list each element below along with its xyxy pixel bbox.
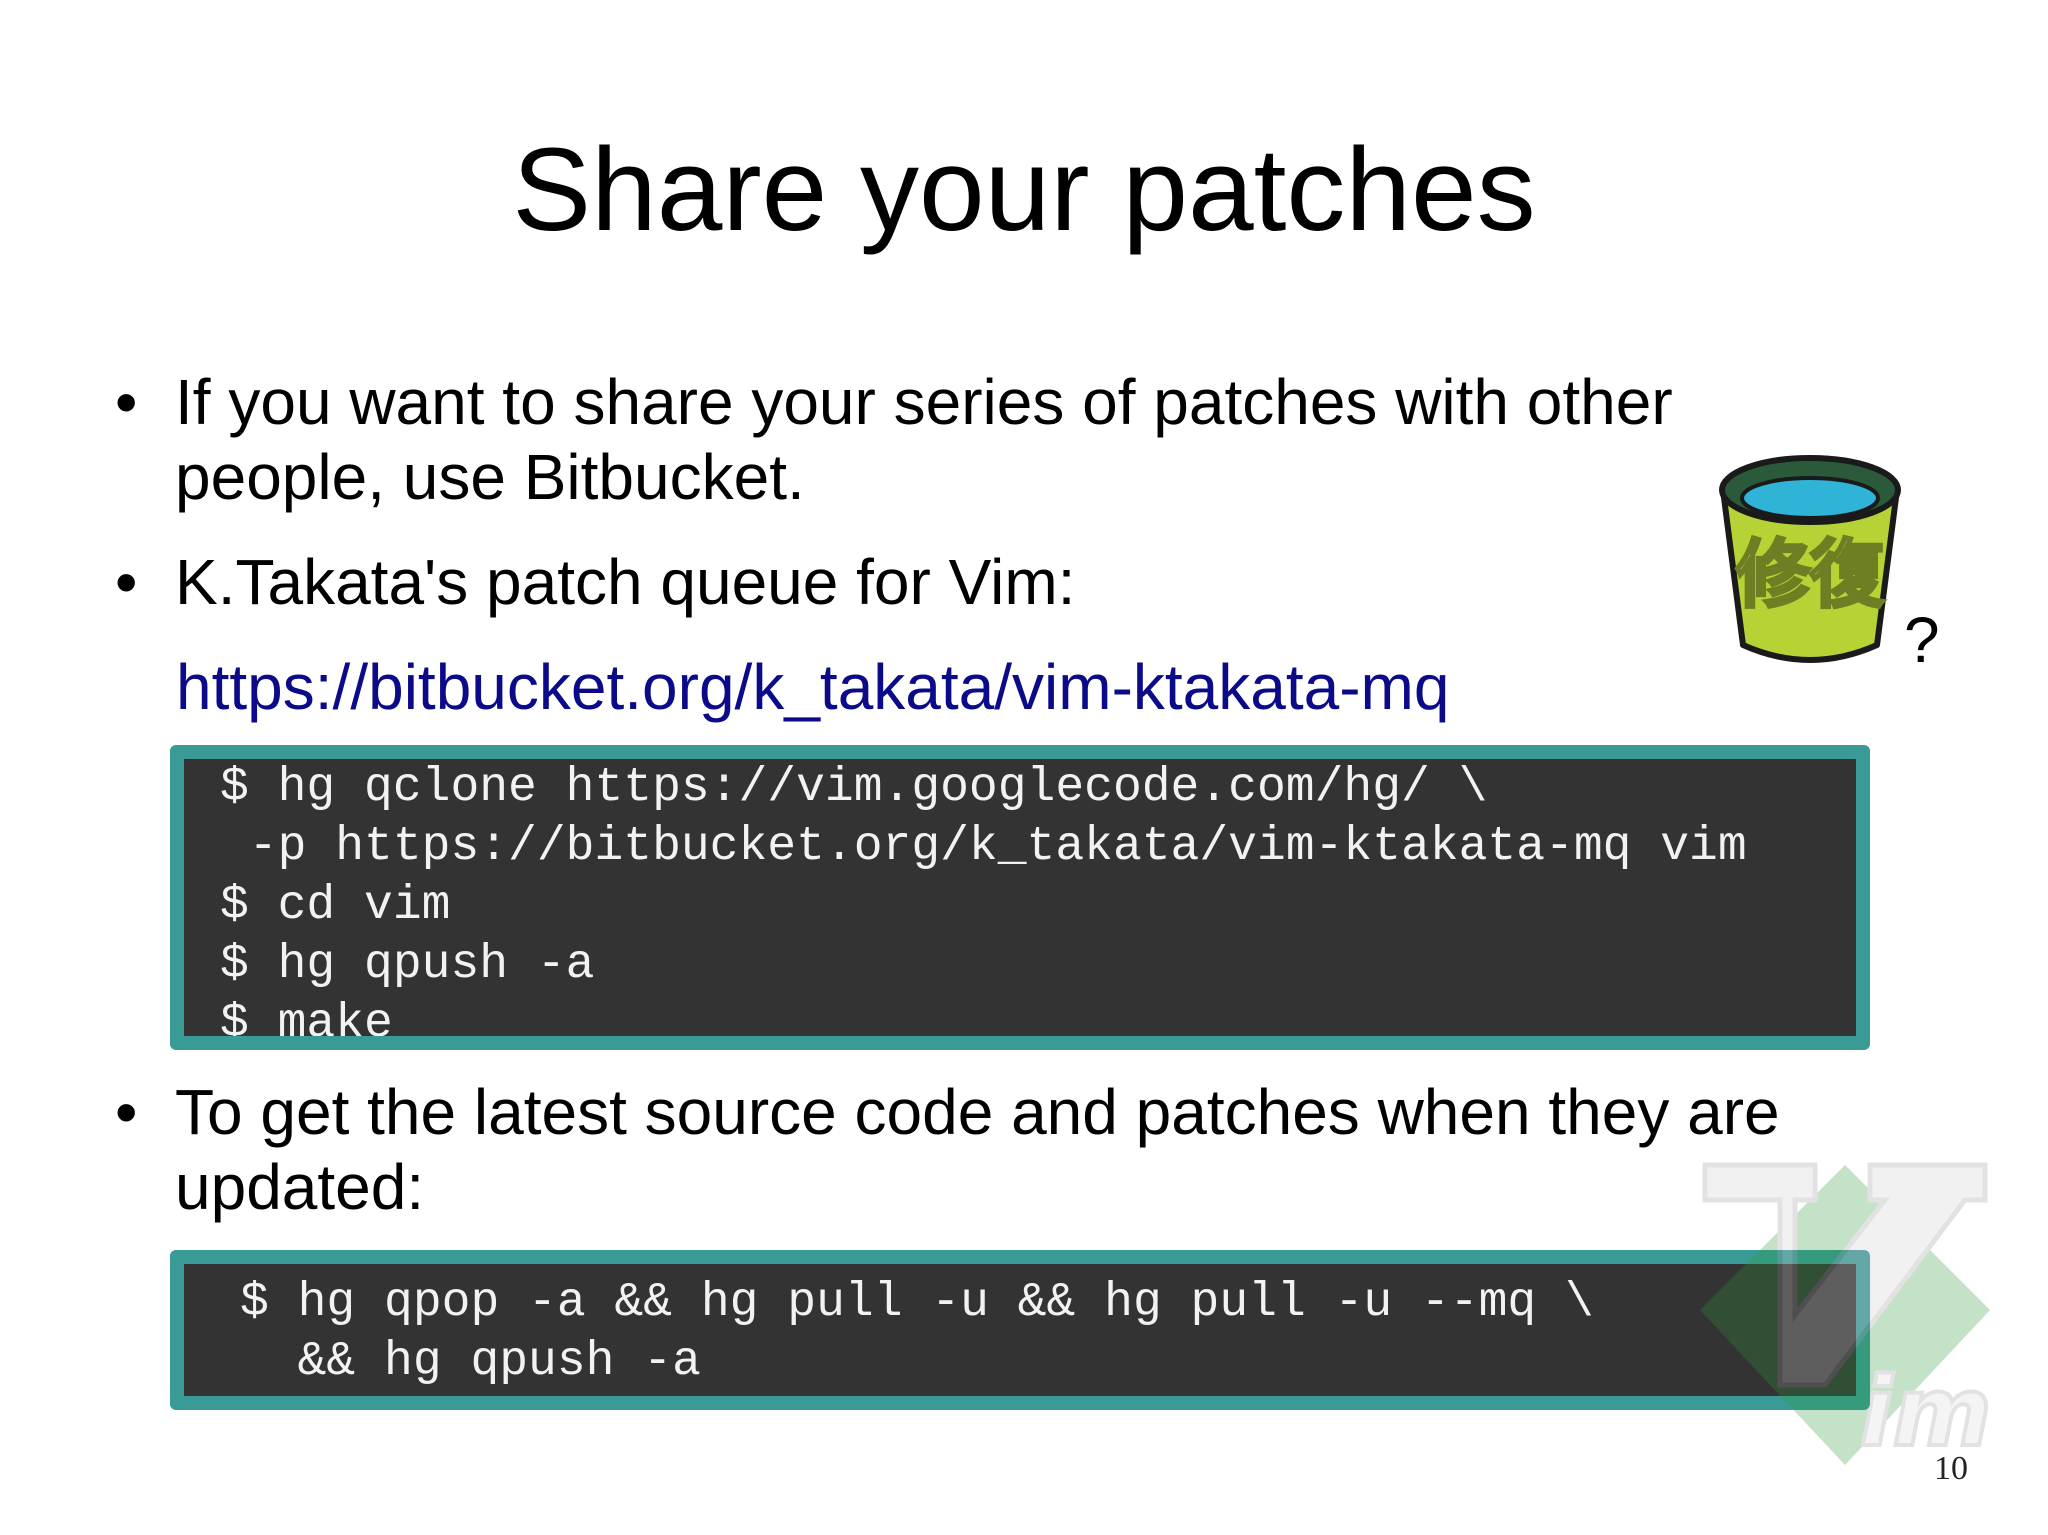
code-line: && hg qpush -a — [240, 1335, 701, 1389]
bullet-text: To get the latest source code and patche… — [175, 1076, 1780, 1223]
code-line: $ make — [220, 997, 393, 1036]
code-line: $ cd vim — [220, 879, 451, 933]
bucket-icon: 修復 — [1719, 455, 1901, 663]
svg-text:im: im — [1860, 1358, 1992, 1468]
code-block-clone: $ hg qclone https://vim.googlecode.com/h… — [170, 745, 1870, 1050]
code-line: $ hg qpop -a && hg pull -u && hg pull -u… — [240, 1276, 1594, 1330]
bullet-text: If you want to share your series of patc… — [175, 366, 1673, 513]
vim-logo-icon: im — [1700, 1162, 1994, 1470]
bitbucket-link[interactable]: https://bitbucket.org/k_takata/vim-ktaka… — [176, 651, 1450, 723]
bullet-symbol: • — [115, 546, 138, 618]
page-number: 10 — [1934, 1450, 1968, 1487]
code-block-inner: $ hg qclone https://vim.googlecode.com/h… — [184, 759, 1856, 1036]
code-line: $ hg qclone https://vim.googlecode.com/h… — [220, 761, 1488, 815]
bullet-text: K.Takata's patch queue for Vim: — [175, 546, 1076, 618]
code-block-update: $ hg qpop -a && hg pull -u && hg pull -u… — [170, 1250, 1870, 1410]
slide-title: Share your patches — [512, 124, 1536, 256]
bucket-label: 修復 — [1736, 532, 1885, 618]
code-block-inner: $ hg qpop -a && hg pull -u && hg pull -u… — [184, 1264, 1856, 1396]
bullet-symbol: • — [115, 366, 138, 438]
question-mark: ? — [1904, 604, 1940, 676]
code-line: $ hg qpush -a — [220, 938, 595, 992]
bullet-symbol: • — [115, 1076, 138, 1148]
code-line: -p https://bitbucket.org/k_takata/vim-kt… — [220, 820, 1747, 874]
